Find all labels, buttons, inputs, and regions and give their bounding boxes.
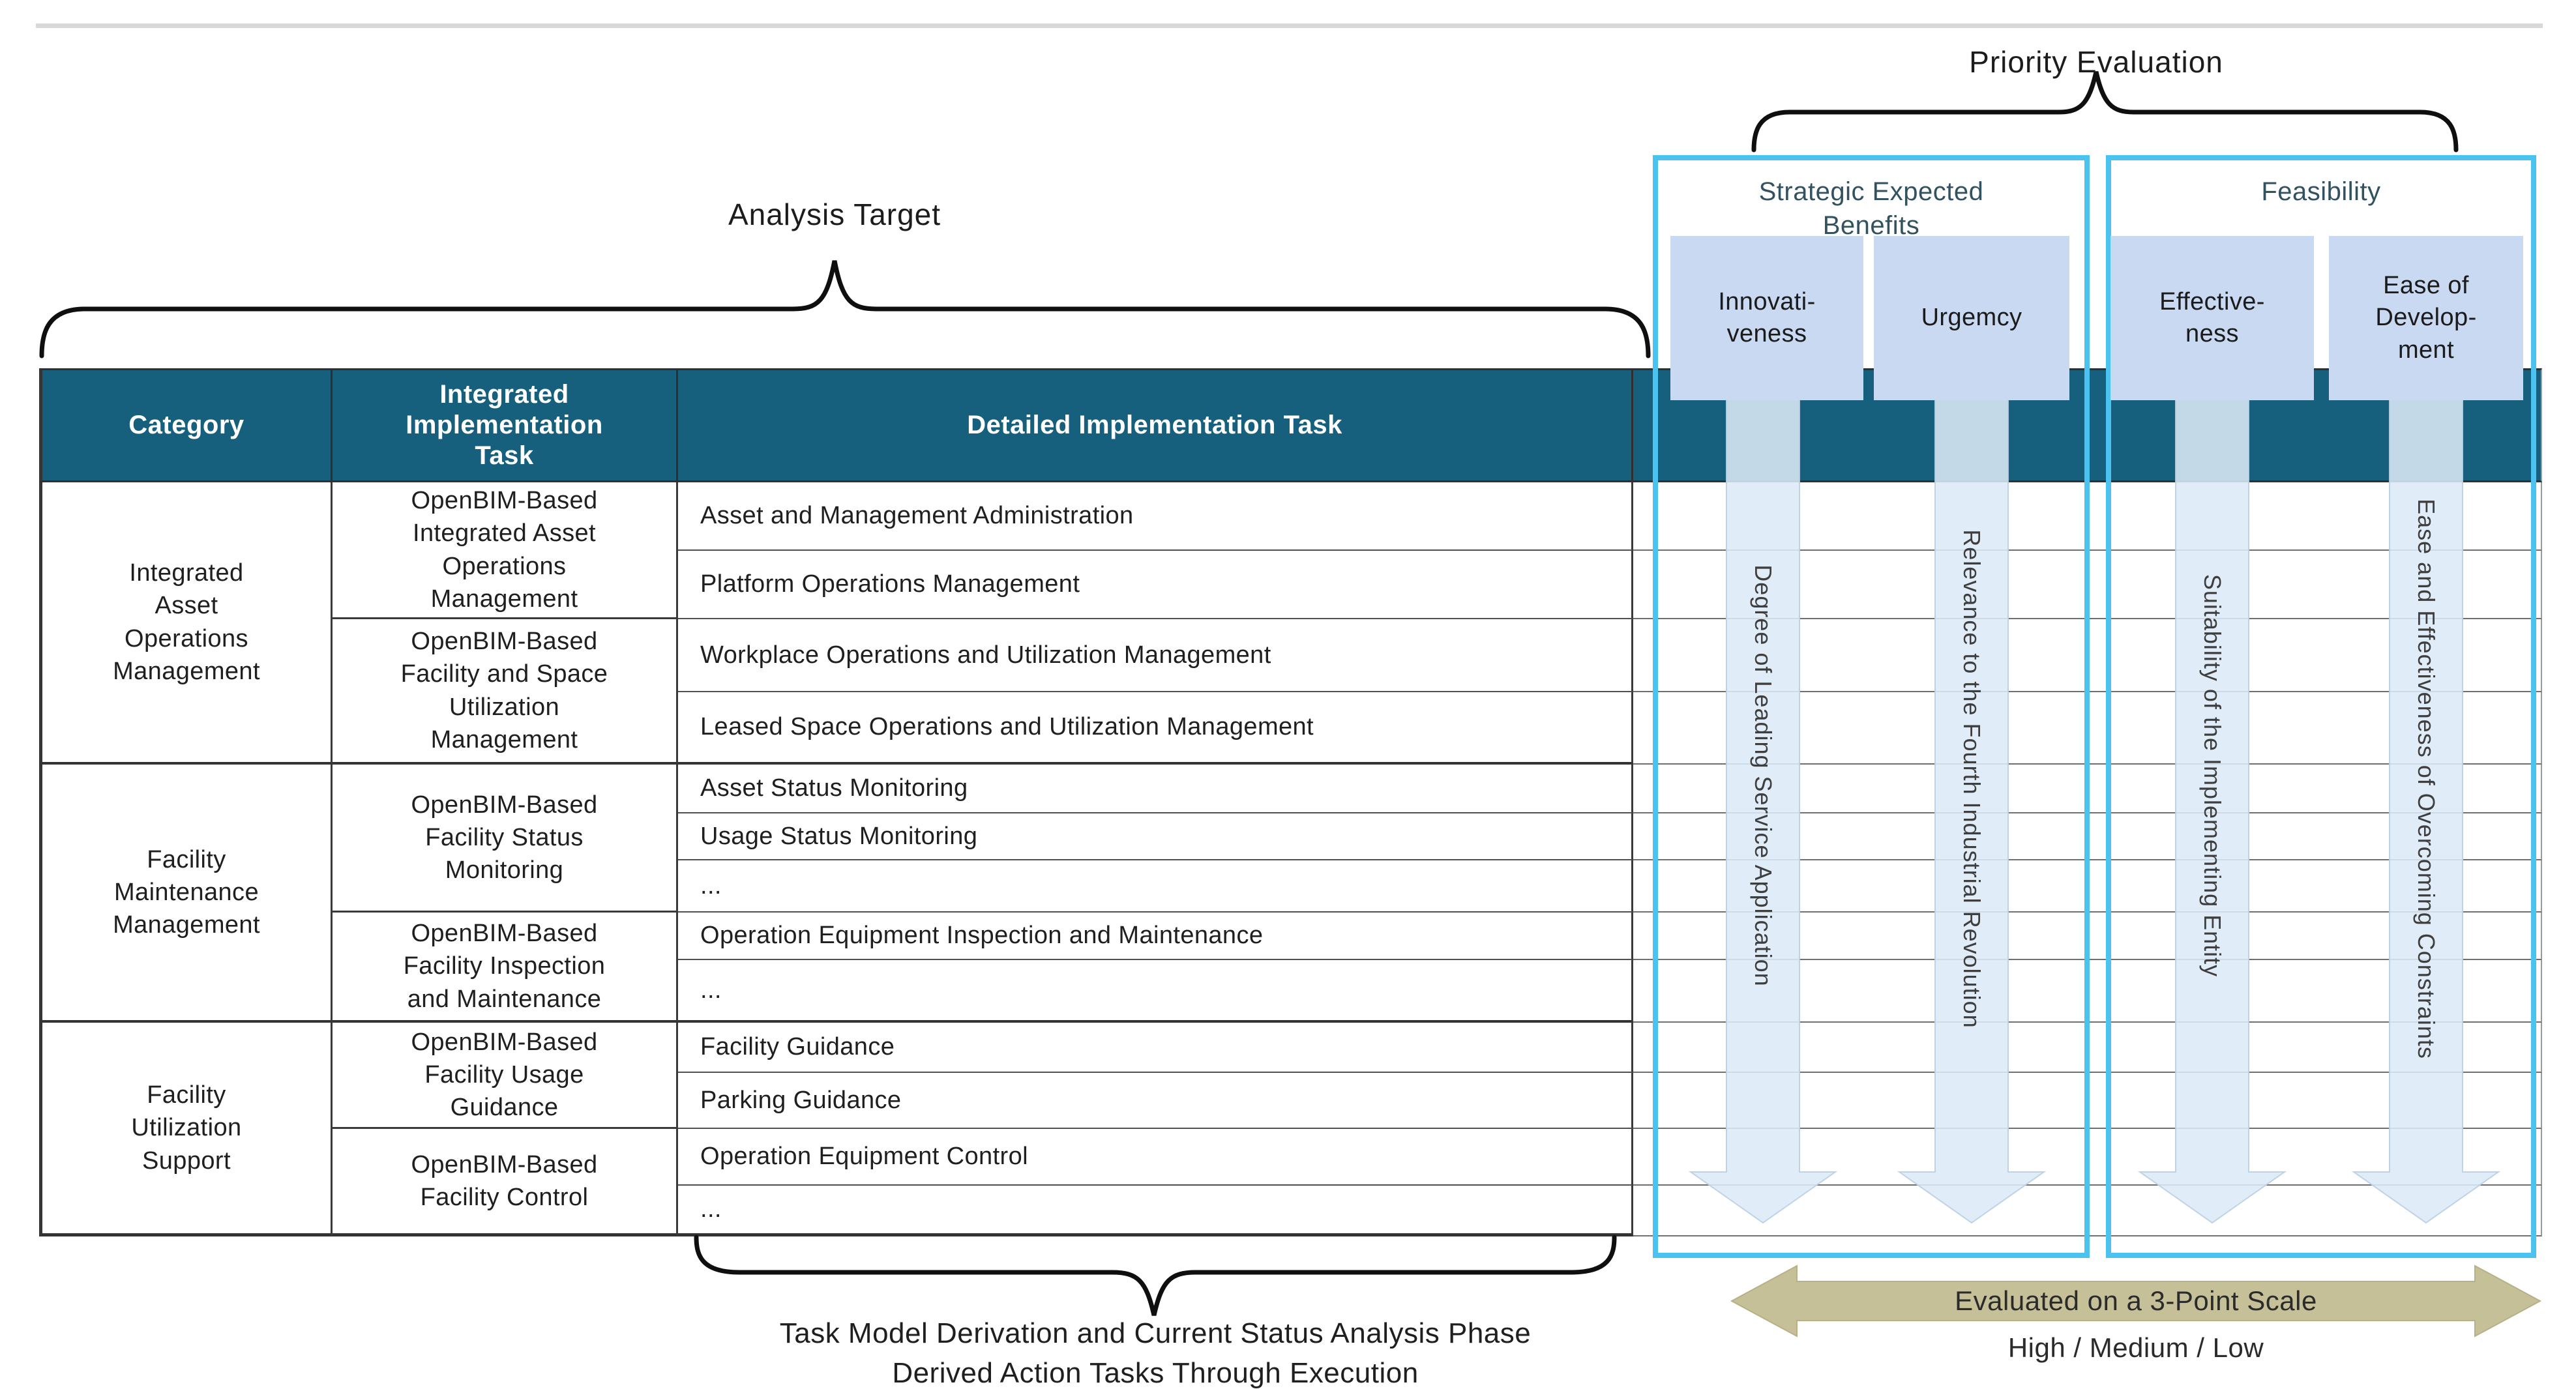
- strategic-expected-benefits-box: [1653, 155, 2090, 1258]
- criterion-box-innovativeness: Innovati- veness: [1670, 236, 1863, 400]
- detail-row: Usage Status Monitoring: [678, 813, 1633, 860]
- task-cell-facility-space-utilization-mgmt: OpenBIM-Based Facility and Space Utiliza…: [333, 619, 678, 765]
- detail-tasks-brace: [694, 1235, 1617, 1316]
- detail-row: ...: [678, 860, 1633, 913]
- criterion-box-ease-of-development: Ease of Develop- ment: [2329, 236, 2523, 400]
- detail-row: ...: [678, 1186, 1633, 1236]
- task-cell-facility-status-monitoring: OpenBIM-Based Facility Status Monitoring: [333, 765, 678, 913]
- detail-row: Operation Equipment Inspection and Maint…: [678, 913, 1633, 960]
- header-detailed-task: Detailed Implementation Task: [678, 370, 1633, 480]
- detail-row: Platform Operations Management: [678, 551, 1633, 619]
- priority-evaluation-label: Priority Evaluation: [1969, 45, 2223, 79]
- detail-row: Leased Space Operations and Utilization …: [678, 692, 1633, 765]
- scale-levels-label: High / Medium / Low: [2007, 1332, 2264, 1363]
- detail-row: Asset Status Monitoring: [678, 765, 1633, 813]
- analysis-target-label: Analysis Target: [728, 197, 941, 231]
- top-divider-line: [36, 23, 2543, 28]
- feasibility-box: [2106, 155, 2536, 1258]
- scale-arrow-label: Evaluated on a 3-Point Scale: [1955, 1285, 2317, 1316]
- detail-row: Parking Guidance: [678, 1073, 1633, 1129]
- priority-evaluation-brace: [1751, 71, 2459, 153]
- detail-row: ...: [678, 960, 1633, 1023]
- table-header-row: Category Integrated Implementation Task …: [39, 368, 1633, 482]
- criterion-box-urgency: Urgemcy: [1874, 236, 2069, 400]
- detail-row: Operation Equipment Control: [678, 1129, 1633, 1186]
- task-cell-facility-control: OpenBIM-Based Facility Control: [333, 1129, 678, 1236]
- feasibility-title: Feasibility: [2261, 177, 2381, 206]
- category-cell-integrated-asset-operations: Integrated Asset Operations Management: [39, 482, 333, 765]
- detail-row: Asset and Management Administration: [678, 482, 1633, 551]
- task-cell-integrated-asset-operations-mgmt: OpenBIM-Based Integrated Asset Operation…: [333, 482, 678, 619]
- task-cell-facility-usage-guidance: OpenBIM-Based Facility Usage Guidance: [333, 1023, 678, 1129]
- strategic-expected-benefits-title: Strategic Expected Benefits: [1758, 177, 1984, 240]
- category-cell-facility-maintenance: Facility Maintenance Management: [39, 765, 333, 1023]
- detail-row: Facility Guidance: [678, 1023, 1633, 1073]
- analysis-target-brace: [39, 260, 1651, 358]
- criterion-box-effectiveness: Effective- ness: [2110, 236, 2314, 400]
- header-category: Category: [42, 370, 333, 480]
- task-cell-facility-inspection-maintenance: OpenBIM-Based Facility Inspection and Ma…: [333, 913, 678, 1023]
- detail-row: Workplace Operations and Utilization Man…: [678, 619, 1633, 692]
- bottom-note: Task Model Derivation and Current Status…: [779, 1317, 1532, 1389]
- header-integrated-task: Integrated Implementation Task: [333, 370, 678, 480]
- category-cell-facility-utilization: Facility Utilization Support: [39, 1023, 333, 1236]
